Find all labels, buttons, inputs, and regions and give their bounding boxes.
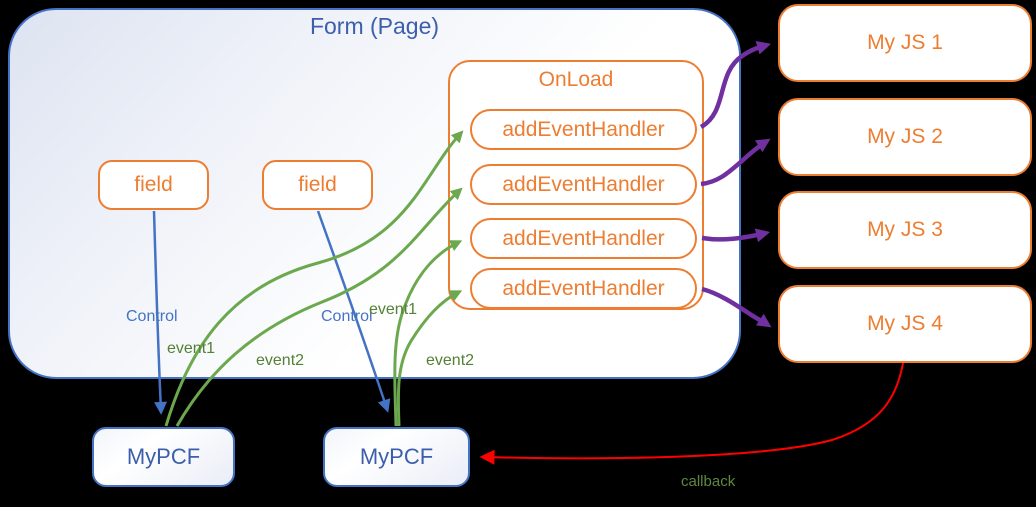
- add-event-handler-pill-1: addEventHandler: [470, 109, 697, 150]
- my-js-label-3: My JS 3: [867, 218, 943, 241]
- add-event-handler-pill-4: addEventHandler: [470, 268, 697, 309]
- form-page-title: Form (Page): [309, 13, 440, 39]
- my-pcf-label-2: MyPCF: [359, 444, 434, 469]
- my-js-box-1: My JS 1: [778, 4, 1032, 82]
- my-js-label-1: My JS 1: [867, 31, 943, 54]
- control-label-2: Control: [321, 308, 373, 325]
- event1-label-1: event1: [167, 340, 216, 357]
- my-pcf-label-1: MyPCF: [126, 444, 201, 469]
- event2-label-1: event2: [256, 352, 305, 369]
- my-js-label-4: My JS 4: [867, 312, 943, 335]
- control-label-1: Control: [126, 308, 178, 325]
- field-label-1: field: [134, 173, 173, 196]
- add-event-handler-pill-2: addEventHandler: [470, 164, 697, 205]
- onload-title: OnLoad: [538, 68, 614, 91]
- add-event-handler-label-3: addEventHandler: [502, 226, 665, 250]
- add-event-handler-pill-3: addEventHandler: [470, 218, 697, 259]
- field-box-1: field: [98, 160, 209, 210]
- my-pcf-box-2: MyPCF: [323, 427, 470, 487]
- callback-label: callback: [681, 473, 736, 490]
- event2-label-2: event2: [426, 352, 475, 369]
- add-event-handler-label-4: addEventHandler: [502, 276, 665, 300]
- add-event-handler-label-2: addEventHandler: [502, 172, 665, 196]
- add-event-handler-label-1: addEventHandler: [502, 117, 665, 141]
- my-js-box-2: My JS 2: [778, 98, 1032, 176]
- my-pcf-box-1: MyPCF: [92, 427, 235, 487]
- my-js-label-2: My JS 2: [867, 125, 943, 148]
- field-box-2: field: [262, 160, 373, 210]
- field-label-2: field: [298, 173, 337, 196]
- my-js-box-4: My JS 4: [778, 285, 1032, 363]
- event1-label-2: event1: [369, 301, 418, 318]
- my-js-box-3: My JS 3: [778, 191, 1032, 269]
